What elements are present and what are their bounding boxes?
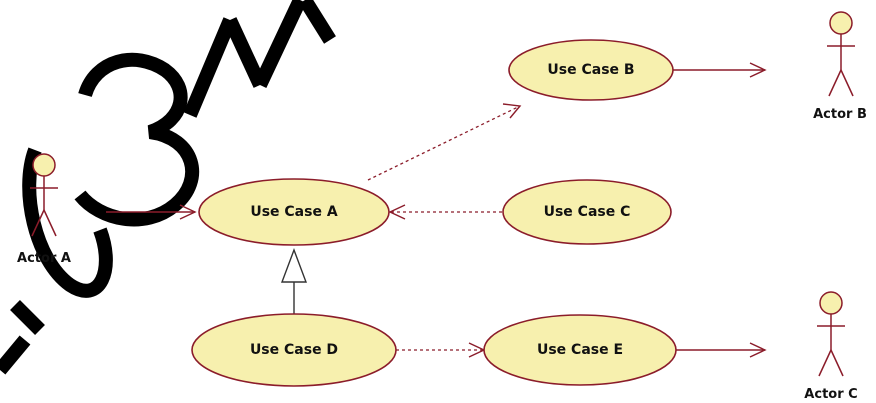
watermark-glyph-i	[183, 0, 307, 118]
actor-c-label: Actor C	[804, 387, 857, 402]
use-case-c-label: Use Case C	[544, 204, 631, 220]
associations	[106, 62, 767, 358]
use-case-c-ellipse[interactable]	[502, 179, 672, 245]
arrowhead-actor-a	[179, 204, 197, 220]
watermark-glyph-o	[22, 147, 113, 298]
generalization-triangle	[280, 248, 308, 283]
actor-a-left-leg	[31, 209, 45, 237]
arrowhead-actor-b	[749, 62, 767, 78]
actor-b-label: Actor B	[813, 107, 867, 122]
actor-b[interactable]: Actor B	[813, 11, 867, 122]
use-case-e-label: Use Case E	[537, 342, 623, 358]
use-case-e-ellipse[interactable]	[483, 314, 677, 386]
actor-c-right-leg	[830, 349, 844, 377]
use-case-c[interactable]: Use Case C	[502, 179, 672, 245]
dep-arrowhead-c-to-a	[388, 204, 406, 220]
dependencies	[367, 103, 522, 358]
actor-b-left-leg	[828, 69, 842, 97]
watermark-glyph-e	[0, 300, 45, 375]
actor-a-label: Actor A	[17, 251, 71, 266]
dep-arrowhead-a-to-b	[502, 103, 522, 119]
actor-b-right-leg	[840, 69, 854, 97]
actor-c[interactable]: Actor C	[804, 291, 858, 402]
actor-a[interactable]: Actor A	[17, 153, 71, 266]
use-case-d-ellipse[interactable]	[191, 313, 397, 387]
actor-c-left-leg	[818, 349, 832, 377]
use-case-d[interactable]: Use Case D	[191, 313, 397, 387]
use-case-d-label: Use Case D	[250, 342, 338, 358]
watermark-glyph-t	[299, 0, 336, 44]
use-case-a-ellipse[interactable]	[198, 178, 390, 246]
arrowhead-actor-c	[749, 342, 767, 358]
use-case-b[interactable]: Use Case B	[508, 39, 674, 101]
use-case-a-label: Use Case A	[250, 204, 337, 220]
watermark-glyph-3	[74, 52, 200, 227]
actor-a-right-leg	[43, 209, 57, 237]
generalization	[280, 248, 308, 314]
dep-use-case-a-to-b	[367, 105, 521, 181]
use-case-b-label: Use Case B	[547, 62, 634, 78]
actor-b-head	[829, 11, 853, 35]
use-case-b-ellipse[interactable]	[508, 39, 674, 101]
use-case-a[interactable]: Use Case A	[198, 178, 390, 246]
watermark	[0, 0, 336, 375]
use-case-e[interactable]: Use Case E	[483, 314, 677, 386]
actor-c-head	[819, 291, 843, 315]
actor-a-head	[32, 153, 56, 177]
